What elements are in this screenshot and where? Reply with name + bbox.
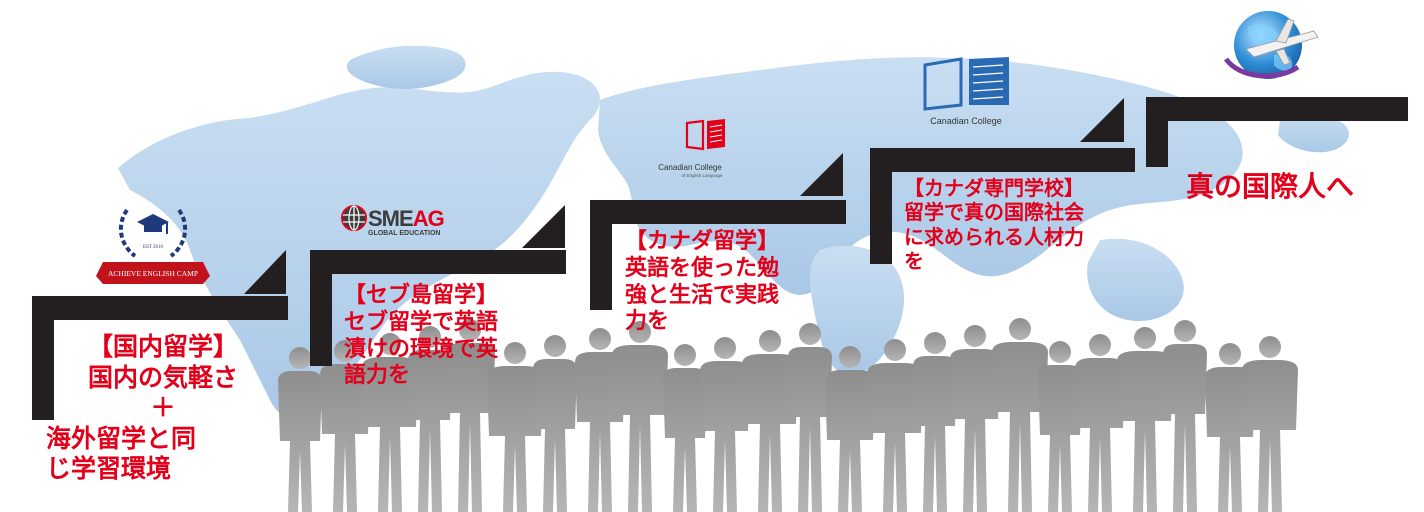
person-silhouette — [1242, 336, 1298, 512]
smeag-logo-subtitle: GLOBAL EDUCATION — [368, 230, 440, 237]
stair-riser-4 — [870, 148, 892, 264]
open-book-icon — [685, 119, 725, 151]
person-silhouette — [950, 325, 1000, 512]
globe-icon — [341, 205, 367, 231]
logo-ribbon-text: ACHIEVE ENGLISH CAMP — [108, 269, 198, 278]
person-silhouette — [487, 342, 543, 512]
step-4-title: 【カナダ専門学校】 — [904, 176, 1084, 200]
globe-airplane-icon — [1223, 11, 1319, 79]
open-book-icon — [923, 57, 1009, 111]
stair-step-2 — [310, 250, 566, 274]
stair-step-3 — [590, 200, 846, 224]
step-3-line-3: 力を — [625, 309, 670, 335]
step-5-text: 真の国際人へ — [1186, 170, 1354, 204]
step-2-line-1: セブ留学で英語 — [344, 309, 499, 335]
step-3-title: 【カナダ留学】 — [625, 229, 780, 254]
step-1-line-2: ＋ — [150, 393, 176, 422]
person-silhouette — [575, 328, 625, 512]
person-silhouette — [1038, 341, 1082, 512]
step-1-line-4: じ学習環境 — [46, 454, 172, 483]
canadian-college-logo-subtitle: of English Language — [681, 173, 723, 178]
person-silhouette — [1205, 343, 1255, 512]
person-silhouette — [362, 333, 418, 512]
step-2-line-2: 漬けの環境で英 — [344, 336, 499, 362]
stair-riser-3 — [590, 200, 612, 310]
step-1-text: 【国内留学】 国内の気軽さ ＋ 海外留学と同 じ学習環境 — [46, 332, 280, 485]
person-silhouette — [320, 340, 370, 512]
person-silhouette — [913, 332, 957, 512]
laurel-graduation-cap-icon: EST 2010 — [118, 208, 188, 258]
stair-riser-5 — [1146, 97, 1168, 167]
step-2-title: 【セブ島留学】 — [344, 283, 499, 308]
stair-riser-1 — [32, 296, 54, 420]
stair-riser-2 — [310, 250, 332, 366]
stair-step-4 — [870, 148, 1135, 172]
step-3-text: 【カナダ留学】 英語を使った勉 強と生活で実践 力を — [625, 229, 779, 336]
step-1-line-1: 国内の気軽さ — [87, 362, 238, 392]
stair-arrow-3 — [800, 153, 843, 196]
person-silhouette — [1075, 334, 1125, 512]
staircase — [32, 97, 1408, 420]
world-map — [118, 45, 1349, 421]
person-silhouette — [1163, 320, 1207, 512]
smeag-logo-text: SMEAG — [368, 206, 444, 231]
person-silhouette — [992, 318, 1048, 512]
step-1-line-3: 海外留学と同 — [46, 423, 197, 453]
logo-est-text: EST 2010 — [143, 245, 164, 250]
step-2-text: 【セブ島留学】 セブ留学で英語 漬けの環境で英 語力を — [344, 283, 498, 390]
person-silhouette — [533, 335, 577, 512]
person-silhouette — [788, 323, 832, 512]
step-1-title: 【国内留学】 — [87, 332, 238, 361]
person-silhouette — [700, 337, 750, 512]
step-3-line-1: 英語を使った勉 — [625, 255, 780, 281]
step-4-line-3: を — [904, 249, 924, 274]
person-silhouette — [663, 344, 707, 512]
stair-step-5 — [1146, 97, 1408, 121]
person-silhouette — [278, 347, 322, 512]
person-silhouette — [445, 319, 495, 512]
stair-arrow-2 — [522, 205, 565, 248]
step-4-line-1: 留学で真の国際社会 — [904, 200, 1084, 225]
person-silhouette — [825, 346, 875, 512]
step-4-line-2: に求められる人材力 — [904, 224, 1084, 249]
step-3-line-2: 強と生活で実践 — [625, 282, 780, 308]
stair-arrow-4 — [1080, 98, 1124, 142]
step-5-title: 真の国際人へ — [1186, 170, 1355, 203]
person-silhouette — [1117, 327, 1173, 512]
person-silhouette — [612, 321, 668, 512]
business-people-crowd — [278, 318, 1298, 512]
logo-ribbon: ACHIEVE ENGLISH CAMP — [96, 262, 210, 284]
person-silhouette — [408, 326, 452, 512]
person-silhouette — [742, 330, 798, 512]
stair-arrow-1 — [244, 250, 286, 294]
step-2-line-3: 語力を — [344, 363, 411, 389]
step-4-text: 【カナダ専門学校】 留学で真の国際社会 に求められる人材力 を — [904, 176, 1084, 274]
canadian-college-logo-name: Canadian College — [658, 163, 722, 172]
person-silhouette — [867, 339, 923, 512]
canadian-college-logo-name-2: Canadian College — [930, 116, 1002, 126]
stair-step-1 — [32, 296, 288, 320]
